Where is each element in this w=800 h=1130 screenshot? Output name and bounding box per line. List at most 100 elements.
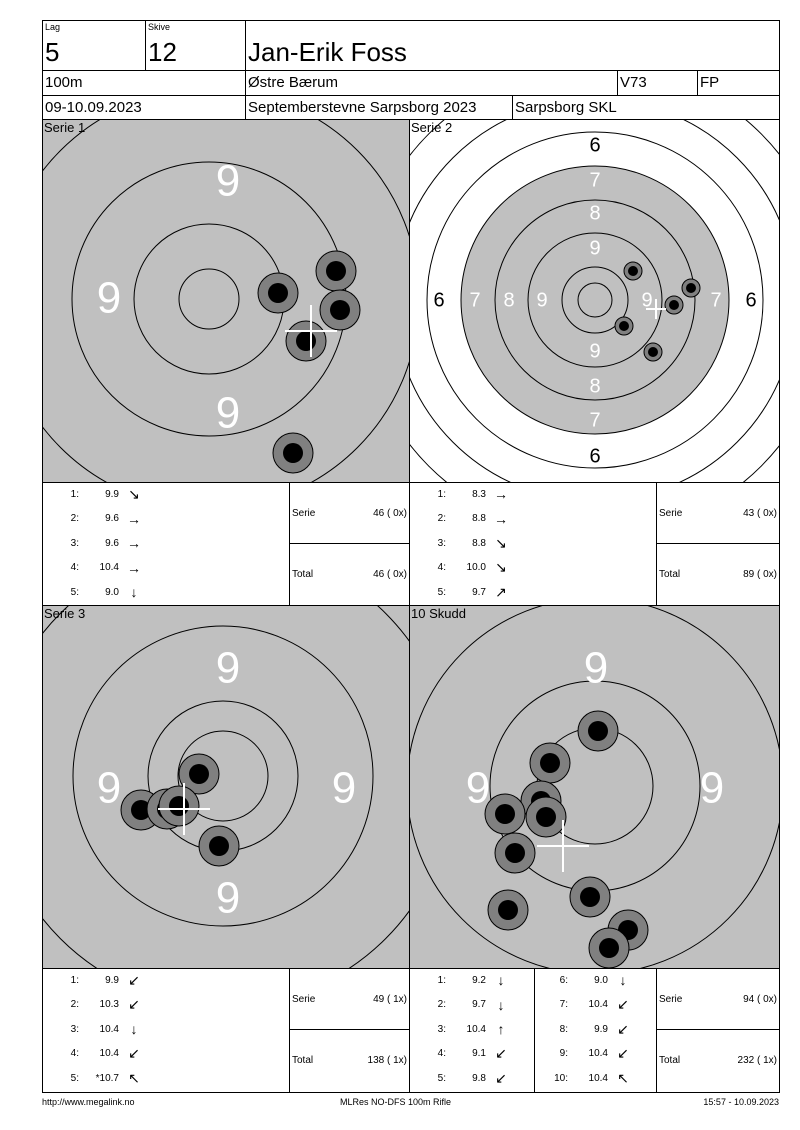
ring-number-label: 6 [589,445,600,467]
direction-arrow-icon: ↙ [617,1020,629,1037]
shot-row: 1:9.9↘ [55,486,149,502]
aiming-black [461,166,729,434]
shot-row: 4:10.0↘ [422,559,516,575]
target-ring [577,282,613,318]
shot-center [283,443,303,463]
direction-arrow-icon: ↓ [497,972,505,988]
direction-arrow-icon: → [127,510,141,527]
direction-arrow-icon: ↑ [497,1021,505,1037]
direction-arrow-icon: ↓ [130,1021,138,1037]
shot-center [588,721,608,741]
direction-arrow-icon: ↘ [495,534,507,551]
shot-center [580,887,600,907]
direction-arrow-icon: → [127,535,141,551]
serie-score: 43 ( 0x) [743,508,777,519]
total-score: 89 ( 0x) [743,569,777,580]
direction-arrow-icon: → [494,486,508,502]
ring-number-label: 9 [216,389,240,438]
shot-row: 2:9.6→ [55,510,149,527]
ring-number-label: 9 [589,340,600,362]
shot-row: 5:9.7↗ [422,583,516,600]
footer-url: http://www.megalink.no [42,1097,135,1107]
ring-number-label: 6 [433,289,444,311]
ring-number-label: 7 [589,169,600,191]
direction-arrow-icon: ↙ [128,971,140,988]
shot-center [648,347,658,357]
shot-row: 6:9.0↓ [544,972,638,988]
score-table-10-skudd: 1:9.2↓2:9.7↓3:10.4↑4:9.1↙5:9.8↙6:9.0↓7:1… [409,968,780,1093]
shot-center [619,321,629,331]
direction-arrow-icon: ↙ [495,1045,507,1061]
ring-number-label: 8 [503,289,514,311]
shot-center [686,283,696,293]
footer-software: MLRes NO-DFS 100m Rifle [340,1097,452,1107]
ring-number-label: 6 [745,289,756,311]
target-ring [177,730,269,822]
ring-number-label: 6 [589,134,600,156]
ring-number-label: 7 [589,409,600,431]
direction-arrow-icon: ↗ [495,583,507,600]
ring-number-label: 9 [536,289,547,311]
shot-center [669,300,679,310]
shot-center [296,331,316,351]
shot-row: 5:*10.7↖ [55,1070,149,1086]
ring-number-label: 7 [469,289,480,311]
total-score: 138 ( 1x) [367,1055,407,1066]
shot-row: 9:10.4↙ [544,1045,638,1061]
shot-row: 2:10.3↙ [55,996,149,1012]
shot-center [540,753,560,773]
direction-arrow-icon: ↙ [128,1045,140,1061]
direction-arrow-icon: ↘ [495,559,507,575]
serie-score: 46 ( 0x) [373,508,407,519]
target-ring [494,199,696,401]
shot-row: 1:9.2↓ [422,972,516,988]
target-ring [460,165,730,435]
divider [534,969,535,1092]
weapon: FP [697,70,780,96]
total-score: 46 ( 0x) [373,569,407,580]
organizer: Sarpsborg SKL [512,95,780,120]
direction-arrow-icon: → [494,510,508,527]
shot-row: 5:9.8↙ [422,1070,516,1086]
direction-arrow-icon: → [127,559,141,576]
target-ring [426,131,764,469]
ring-number-label: 8 [589,375,600,397]
ring-number-label: 9 [332,764,356,813]
serie-score: 49 ( 1x) [373,994,407,1005]
shot-row: 1:8.3→ [422,486,516,502]
ring-number-label: 9 [584,644,608,693]
direction-arrow-icon: ↓ [130,584,138,600]
shot-row: 4:9.1↙ [422,1045,516,1061]
shot-row: 8:9.9↙ [544,1020,638,1037]
serie-score: 94 ( 0x) [743,994,777,1005]
direction-arrow-icon: ↙ [617,1045,629,1061]
shot-center [330,300,350,320]
shot-row: 10:10.4↖ [544,1069,638,1086]
target-ring [527,232,663,368]
direction-arrow-icon: ↙ [128,996,140,1012]
ring-number-label: 9 [97,764,121,813]
class: V73 [617,70,698,96]
ring-number-label: 8 [589,202,600,224]
target-ring [561,266,629,334]
shot-row: 1:9.9↙ [55,971,149,988]
ring-number-label: 9 [216,157,240,206]
score-table-serie-3: 1:9.9↙2:10.3↙3:10.4↓4:10.4↙5:*10.7↖Serie… [42,968,410,1093]
shot-center [498,900,518,920]
event: Septemberstevne Sarpsborg 2023 [245,95,513,120]
direction-arrow-icon: ↖ [617,1069,629,1086]
ring-number-label: 9 [589,237,600,259]
total-score: 232 ( 1x) [737,1055,777,1066]
shot-center [495,804,515,824]
ring-number-label: 9 [700,764,724,813]
ring-number-label: 9 [216,644,240,693]
